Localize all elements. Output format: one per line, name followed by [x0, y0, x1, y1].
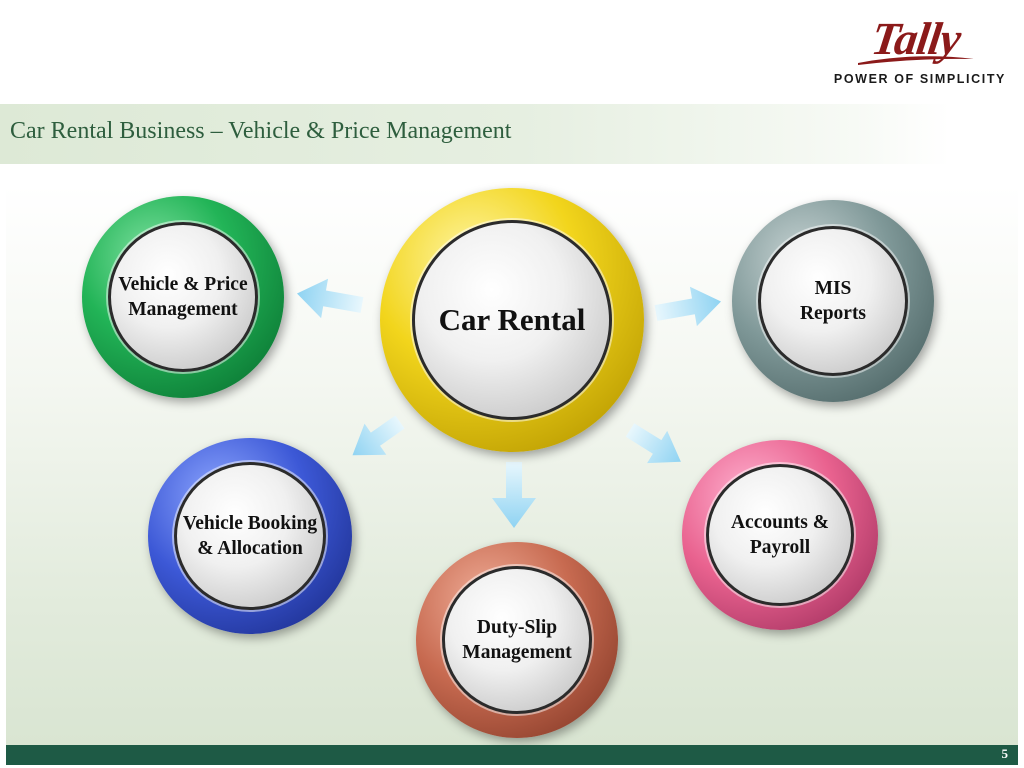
node-vehicle-booking-allocation: Vehicle Booking & Allocation: [148, 438, 352, 634]
node-mis-reports: MIS Reports: [732, 200, 934, 402]
page-number: 5: [1001, 746, 1009, 761]
node-vehicle-price-management: Vehicle & Price Management: [82, 196, 284, 398]
logo-swoosh-icon: [858, 56, 974, 65]
center-node-car-rental: Car Rental: [380, 188, 644, 452]
center-node-label: Car Rental: [438, 301, 586, 337]
logo-tagline: POWER OF SIMPLICITY: [833, 72, 1006, 86]
node-label: Accounts & Payroll: [730, 511, 830, 558]
footer-bar: 5: [6, 745, 1018, 765]
node-label: Vehicle & Price Management: [118, 273, 248, 320]
node-label: Vehicle Booking & Allocation: [182, 512, 318, 559]
node-accounts-payroll: Accounts & Payroll: [682, 440, 878, 630]
tally-logo: Tally POWER OF SIMPLICITY: [833, 10, 1006, 90]
node-label: MIS Reports: [799, 277, 867, 324]
title-band: Car Rental Business – Vehicle & Price Ma…: [0, 104, 950, 164]
node-label: Duty-Slip Management: [462, 616, 572, 663]
node-duty-slip-management: Duty-Slip Management: [416, 542, 618, 738]
slide-title: Car Rental Business – Vehicle & Price Ma…: [10, 118, 512, 144]
